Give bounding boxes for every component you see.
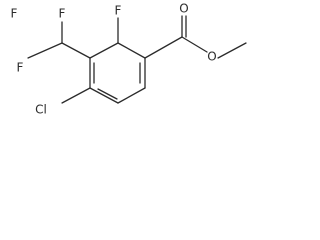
ring-bond-c5-c6 (117, 87, 146, 104)
ring-bond-c1-c2 (117, 42, 146, 59)
atom-label-group: F F F F O O Cl (11, 2, 217, 117)
bond-to-chlorine (61, 87, 91, 104)
chemical-structure: F F F F O O Cl (11, 2, 247, 117)
fluorine-top-right-label: F (59, 7, 66, 21)
bond-carbonyl-to-ester-oxygen (181, 36, 208, 53)
ring-bond-c4-c5 (89, 87, 119, 104)
ortho-fluorine-label: F (115, 4, 122, 18)
bond-ring-to-cf2h-carbon (61, 42, 91, 59)
chlorine-label: Cl (35, 103, 47, 117)
ring-bond-c2-c3 (89, 42, 119, 59)
fluorine-top-left-label: F (11, 7, 18, 21)
bond-cf2h-to-fluorine-lower (27, 42, 63, 59)
bond-ester-oxygen-to-methyl (217, 42, 247, 59)
bond-ring-to-carbonyl-carbon (144, 36, 183, 59)
ring-inner-double-bond-bottom (97, 88, 118, 100)
lower-left-fluorine-label: F (17, 61, 24, 75)
bond-group (27, 15, 247, 104)
carbonyl-oxygen-label: O (179, 2, 188, 16)
ester-oxygen-label: O (207, 50, 216, 64)
